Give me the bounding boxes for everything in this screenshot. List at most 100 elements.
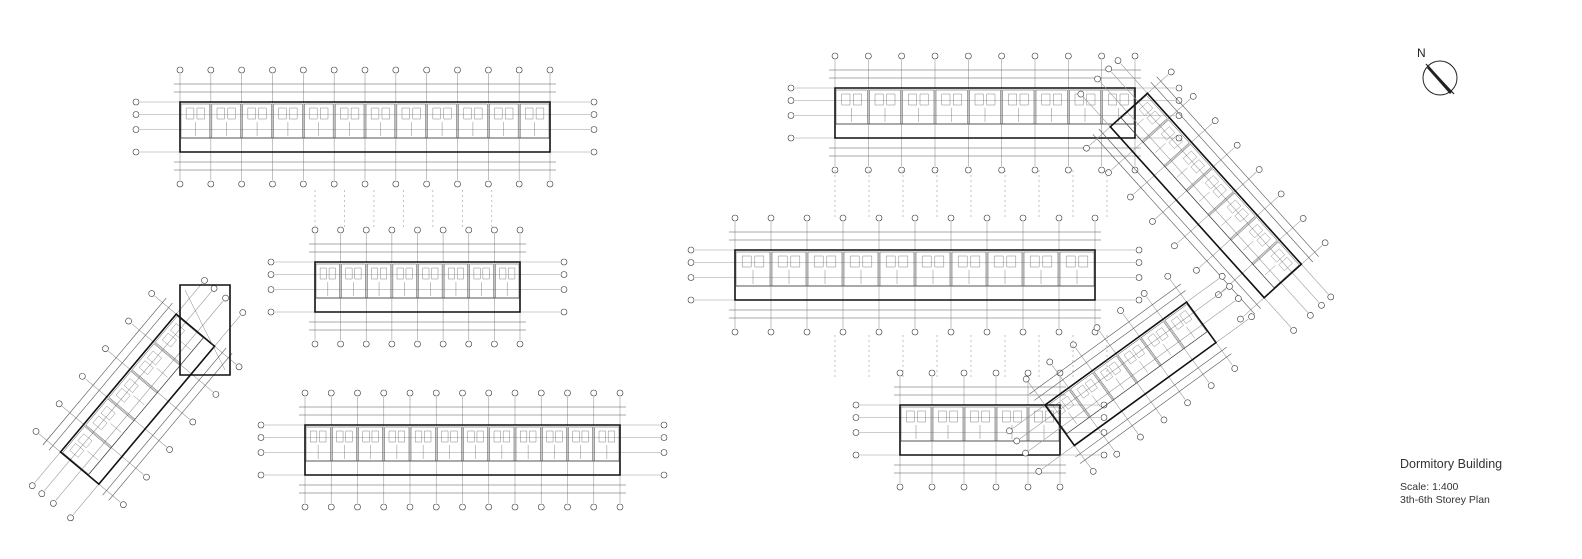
block-d-grid-bubble [998, 166, 1005, 174]
block-d-wing-bed [1249, 224, 1263, 237]
block-d-room [1069, 90, 1100, 124]
block-e-room [952, 252, 986, 286]
block-f-wing-partition [1139, 361, 1147, 372]
block-a-grid-bubble [392, 66, 400, 74]
block-c-grid-bubble [327, 503, 335, 511]
block-b-grid-bubble [439, 226, 447, 234]
block-e-grid-bubble [1091, 214, 1099, 222]
block-c-wing-grid-bubble [212, 391, 220, 398]
north-label: N [1417, 46, 1426, 60]
block-c-bottom-left-plan [28, 277, 668, 522]
block-a-grid-bubble [392, 180, 400, 188]
block-e-bed [971, 256, 980, 267]
block-d-bed [853, 94, 861, 105]
block-c-wing-bed [116, 388, 130, 402]
block-d-wing-grid-bubble [1307, 312, 1314, 319]
block-c-wing-bed [70, 443, 84, 457]
block-a-room [397, 104, 426, 138]
block-d-wing-grid-line [1221, 221, 1300, 292]
block-c-wing-bed [162, 333, 176, 347]
block-b-bed [355, 268, 361, 279]
block-a-bed [289, 108, 297, 119]
block-e-bed [994, 256, 1003, 267]
block-c-wing-room [132, 344, 180, 392]
block-e-bed [814, 256, 823, 267]
block-c-grid-bubble [459, 389, 466, 397]
block-a-grid-bubble [132, 111, 140, 118]
block-c-wing-room [86, 399, 134, 447]
block-f-wing-grid-bubble [1137, 433, 1144, 441]
block-f-grid-bubble [896, 369, 904, 377]
block-b-grid-bubble [439, 340, 447, 348]
block-f-wing-room [1141, 321, 1183, 364]
block-e-grid-bubble [1055, 328, 1063, 336]
block-b-grid-bubble [267, 286, 275, 293]
block-c-grid-bubble [511, 503, 519, 511]
block-f-grid-bubble [1100, 451, 1108, 459]
block-e-room [880, 252, 914, 286]
block-d-wing-grid-bubble [1318, 301, 1325, 309]
block-c-stair [185, 290, 225, 370]
block-c-wing-dimension-line [103, 348, 226, 495]
block-f-wing-dimension-line [1075, 347, 1226, 457]
block-f-bed [982, 411, 990, 422]
block-a-room [459, 104, 488, 138]
block-e-grid-bubble [1135, 274, 1143, 281]
block-a-bed [371, 108, 379, 119]
block-c-wing-grid-line [62, 406, 143, 474]
block-c-bed [389, 431, 396, 442]
block-b-bed [432, 268, 438, 279]
block-e-grid-bubble [839, 328, 847, 336]
block-d-wing-dimension-line [1151, 82, 1313, 262]
block-a-bed [351, 108, 359, 119]
block-e-bed [1043, 256, 1052, 267]
block-e-grid-bubble [731, 328, 739, 336]
block-a-grid-bubble [132, 148, 140, 156]
block-c-wing-grid-bubble [28, 482, 36, 489]
block-b-grid-bubble [465, 340, 473, 348]
block-c-bed [556, 431, 563, 442]
block-b-grid-bubble [311, 340, 319, 348]
block-b-room [316, 264, 340, 298]
block-a-bed [382, 108, 390, 119]
block-f-wing-grid-bubble [1235, 295, 1242, 302]
block-d-grid-bubble [787, 97, 795, 104]
block-f-wing-grid-bubble [1226, 283, 1233, 290]
block-c-wing-grid-bubble [166, 446, 173, 453]
block-e-bed [755, 256, 764, 267]
block-d-wing-bed [1235, 208, 1249, 221]
block-d-bed [1020, 94, 1028, 105]
block-a-grid-bubble [132, 98, 140, 106]
block-f-wing-room [1165, 304, 1207, 347]
block-e-bed [886, 256, 895, 267]
block-d-grid-bubble [898, 52, 905, 60]
block-d-wing-partition [1199, 192, 1209, 201]
block-b-grid-bubble [491, 226, 498, 234]
block-e-bed [863, 256, 872, 267]
block-d-grid-bubble [1175, 97, 1183, 104]
block-f-grid-bubble [1024, 483, 1032, 491]
block-d-wing-grid-bubble [1171, 242, 1178, 250]
block-b-middle-plan [267, 226, 568, 348]
block-f-wing-bed [1100, 368, 1112, 381]
block-d-bed [875, 94, 883, 105]
block-c-wing-grid-bubble [143, 473, 150, 481]
block-f-wing-grid-bubble [1184, 399, 1191, 407]
block-c-grid-bubble [327, 389, 335, 397]
block-d-wing-partition [1265, 265, 1275, 274]
block-d-wing-grid-line [1111, 72, 1318, 302]
block-a-bed [279, 108, 287, 119]
block-e-grid-bubble [1135, 246, 1143, 254]
block-c-wing-grid-bubble [102, 345, 109, 352]
block-c-grid-bubble [459, 503, 466, 511]
block-d-bed [920, 94, 928, 105]
block-c-wing-room [63, 426, 111, 474]
block-d-grid-bubble [1175, 112, 1183, 119]
block-e-grid-bubble [875, 328, 883, 336]
block-c-bed [363, 431, 370, 442]
block-c-bed [494, 431, 501, 442]
block-c-grid-bubble [257, 421, 265, 429]
block-a-grid-bubble [300, 66, 307, 74]
block-d-bed [1053, 94, 1061, 105]
